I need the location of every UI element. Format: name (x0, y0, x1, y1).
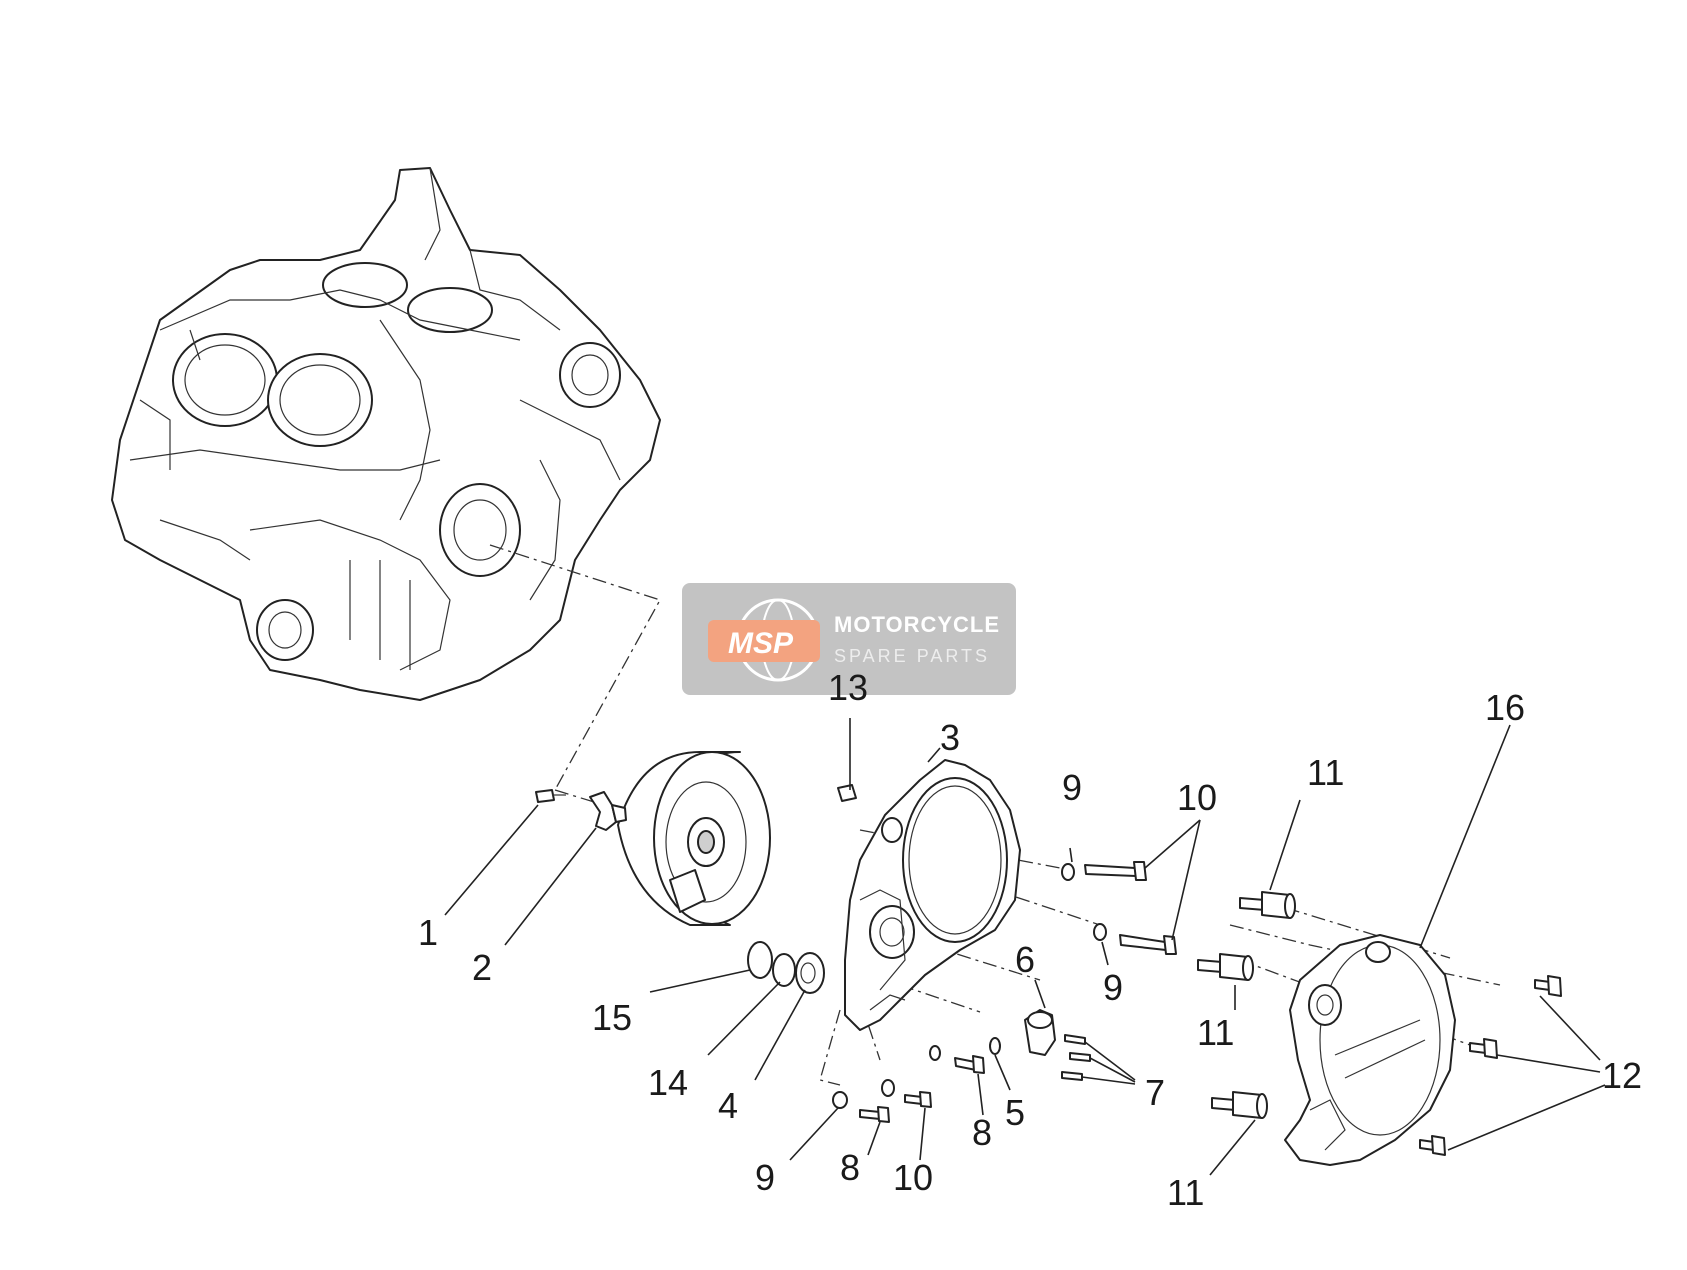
bolt-part-12-bottom (1419, 1135, 1446, 1156)
callout-11-bottom: 11 (1167, 1172, 1204, 1213)
callout-4: 4 (718, 1085, 738, 1126)
callout-2: 2 (472, 947, 492, 988)
callout-11-middle: 11 (1197, 1012, 1234, 1053)
watermark-badge: MSP MOTORCYCLE SPARE PARTS (682, 583, 1016, 695)
bolt-part-8-upper (929, 1045, 985, 1074)
callout-14: 14 (648, 1062, 688, 1103)
callout-3: 3 (940, 717, 960, 758)
bushing-part-13 (837, 784, 857, 802)
callout-12: 12 (1602, 1055, 1642, 1096)
callout-8-upper: 8 (972, 1112, 992, 1153)
callout-10-lower: 10 (893, 1157, 933, 1198)
screws-part-7 (1061, 1034, 1091, 1081)
rotor-flywheel (617, 751, 771, 926)
callout-labels: 1 2 3 4 5 6 7 8 8 9 9 9 10 10 11 11 11 1… (418, 667, 1642, 1213)
callout-7: 7 (1145, 1072, 1165, 1113)
callout-9-middle: 9 (1103, 967, 1123, 1008)
callout-11-top: 11 (1307, 752, 1344, 793)
bolt-part-12-middle (1469, 1038, 1498, 1059)
bracket-part-2 (589, 791, 627, 831)
callout-9-lower: 9 (755, 1157, 775, 1198)
callout-8-lower: 8 (840, 1147, 860, 1188)
spacer-part-11-bottom (1211, 1091, 1268, 1119)
outer-cover-part-16 (1284, 934, 1456, 1166)
bolt-part-8-lower (859, 1106, 890, 1123)
callout-9-upper: 9 (1062, 767, 1082, 808)
bolt-part-10-lower (881, 1079, 932, 1108)
callout-13: 13 (828, 667, 868, 708)
circlip-part-15 (747, 941, 773, 979)
callout-5: 5 (1005, 1092, 1025, 1133)
washer-part-9-middle (1093, 923, 1107, 941)
watermark-line1: MOTORCYCLE (834, 612, 1000, 637)
spacer-part-11-top (1239, 891, 1296, 919)
o-ring-part-5 (989, 1037, 1001, 1055)
callout-1: 1 (418, 912, 438, 953)
fitting-part-6 (1024, 1009, 1056, 1056)
callout-6: 6 (1015, 939, 1035, 980)
watermark-line2: SPARE PARTS (834, 646, 990, 666)
engine-crankcase (111, 167, 661, 701)
o-ring-part-14 (772, 953, 796, 987)
spacer-part-11-middle (1197, 953, 1254, 981)
screw-part-1 (535, 789, 566, 803)
callout-15: 15 (592, 997, 632, 1038)
bolt-part-10-middle (1119, 934, 1177, 955)
msp-logo-plate (708, 620, 820, 662)
callout-16: 16 (1485, 687, 1525, 728)
bolt-part-12-top (1534, 975, 1562, 997)
leader-lines (444, 718, 1606, 1176)
washer-part-9-lower (832, 1091, 848, 1109)
oil-seal-part-4 (795, 952, 825, 994)
callout-10-upper: 10 (1177, 777, 1217, 818)
clutch-cover-part-3 (844, 759, 1021, 1031)
msp-logo-text: MSP (728, 627, 794, 660)
bolt-part-10-upper (1084, 861, 1147, 881)
washer-part-9-upper (1061, 863, 1075, 881)
